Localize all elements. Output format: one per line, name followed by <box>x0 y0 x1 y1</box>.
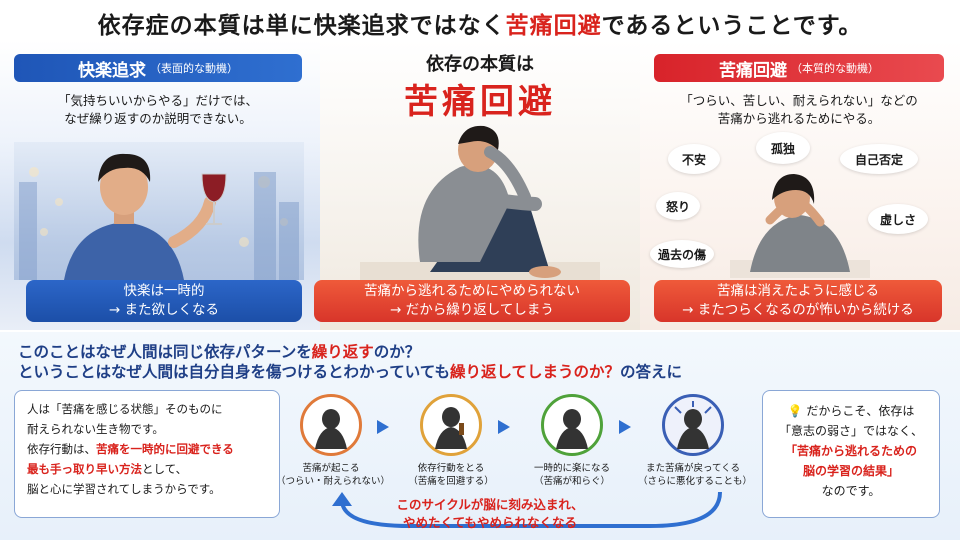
title-pre: 依存症の本質は単に快楽追求ではなく <box>97 13 506 39</box>
pain-banner: 苦痛は消えたように感じる → またつらくなるのが怖いから続ける <box>654 280 942 322</box>
pleasure-pill-sub: （表面的な動機） <box>150 62 238 75</box>
pleasure-description: 「気持ちいいからやる」だけでは、 なぜ繰り返すのか説明できない。 <box>57 93 258 126</box>
sitting-man-illustration <box>360 125 600 282</box>
pleasure-banner: 快楽は一時的 → また欲しくなる <box>26 280 302 322</box>
question-line-2: ということはなぜ人間は自分自身を傷つけるとわかっていても繰り返してしまうのか？の… <box>18 363 683 381</box>
cycle-arrow-3 <box>619 420 631 434</box>
pain-avoidance-pill: 苦痛回避 （本質的な動機） <box>654 54 944 82</box>
pain-description: 「つらい、苦しい、耐えられない」などの 苦痛から逃れるためにやる。 <box>680 93 918 126</box>
cycle-loop-text: このサイクルが脳に刻み込まれ、 やめたくてもやめられなくなる <box>396 497 584 530</box>
question-line-1: このことはなぜ人間は同じ依存パターンを繰り返すのか？ <box>18 343 421 361</box>
bubble-anxiety: 不安 <box>668 144 720 174</box>
avoidance-banner: 苦痛から逃れるためにやめられない → だから繰り返してしまう <box>314 280 630 322</box>
cycle-step-relapse-icon <box>662 394 724 456</box>
page-title: 依存症の本質は単に快楽追求ではなく苦痛回避であるということです。 <box>0 6 960 40</box>
cycle-step-4-label: また苦痛が戻ってくる（さらに悪化することも） <box>638 463 753 487</box>
conclusion-box: 💡 だからこそ、依存は 「意志の弱さ」ではなく、 「苦痛から逃れるための 脳の学… <box>762 390 940 518</box>
cycle-arrow-2 <box>498 420 510 434</box>
lightbulb-icon: 💡 <box>787 404 803 418</box>
bubble-anger: 怒り <box>656 192 700 220</box>
cycle-arrow-1 <box>377 420 389 434</box>
cycle-loop-arrow <box>332 491 722 528</box>
bubble-self-denial: 自己否定 <box>840 144 918 174</box>
pleasure-pill-label: 快楽追求 <box>78 60 146 81</box>
crying-woman-illustration <box>730 174 870 278</box>
pleasure-seeking-pill: 快楽追求 （表面的な動機） <box>14 54 302 82</box>
cycle-step-relief-icon <box>541 394 603 456</box>
title-highlight: 苦痛回避 <box>505 13 602 39</box>
cycle-step-1-label: 苦痛が起こる（つらい・耐えられない） <box>276 463 391 487</box>
man-with-wine-illustration <box>14 142 304 280</box>
cycle-step-2-label: 依存行動をとる（苦痛を回避する） <box>408 463 494 487</box>
pain-pill-sub: （本質的な動機） <box>791 62 879 75</box>
essence-heading-big: 苦痛回避 <box>404 82 556 122</box>
cycle-step-3-label: 一時的に楽になる（苦痛が和らぐ） <box>533 463 610 487</box>
title-post: であるということです。 <box>601 13 863 39</box>
bubble-loneliness: 孤独 <box>756 132 810 164</box>
pain-pill-label: 苦痛回避 <box>719 60 787 81</box>
explanation-box: 人は「苦痛を感じる状態」そのものに 耐えられない生き物です。 依存行動は、苦痛を… <box>14 390 280 518</box>
bubble-emptiness: 虚しさ <box>868 204 928 234</box>
cycle-step-drink-icon <box>420 394 482 456</box>
essence-heading-small: 依存の本質は <box>426 54 534 75</box>
cycle-step-pain-icon <box>300 394 362 456</box>
bubble-past-wounds: 過去の傷 <box>650 240 714 268</box>
